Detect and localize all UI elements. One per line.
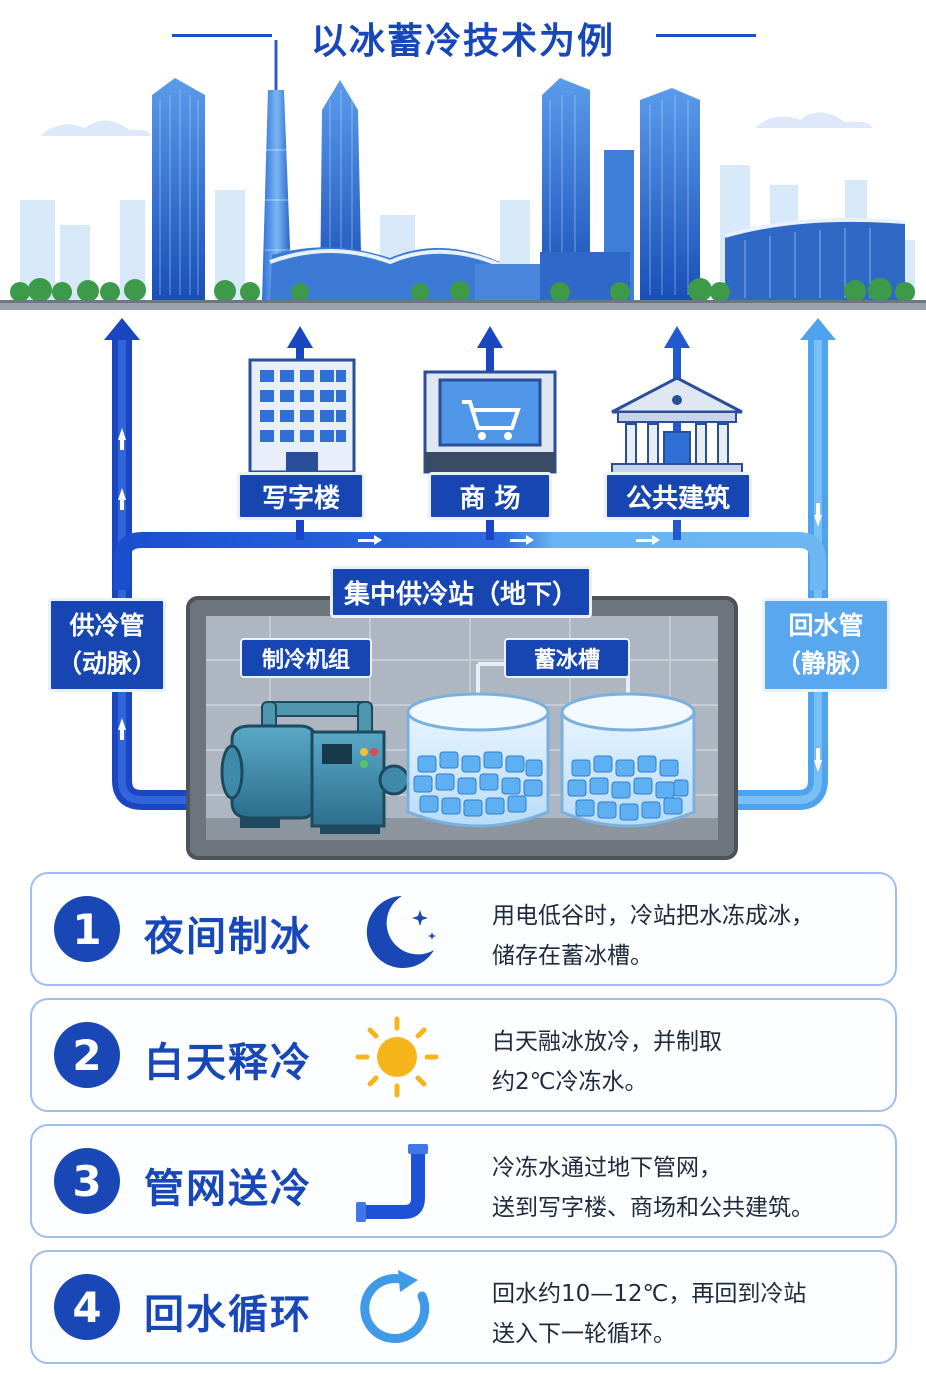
page-title: 以冰蓄冷技术为例 — [310, 21, 615, 62]
step-title: 白天释冷 — [144, 1040, 312, 1086]
public-building-icon — [611, 376, 743, 475]
supply-pipe-label: 供冷管 （动脉） — [48, 598, 166, 692]
tank-label: 蓄冰槽 — [504, 638, 630, 678]
step-description: 白天融冰放冷，并制取 约2℃冷冻水。 — [492, 1022, 892, 1102]
up-arrow-icon — [104, 318, 140, 340]
step-card-4: 4 回水循环 回水约10—12℃，再回到冷站 送入下一轮循环。 — [30, 1250, 897, 1364]
chiller-unit-icon — [220, 701, 410, 834]
step-desc-line: 送入下一轮循环。 — [492, 1321, 676, 1347]
step-card-1: 1 夜间制冰 用电低谷时，冷站把水冻成冰， 储存在蓄冰槽。 — [30, 872, 897, 986]
distribution-main — [114, 532, 826, 590]
flow-arrows-down — [814, 503, 822, 772]
cloud-icon — [40, 120, 150, 136]
cloud-icon — [755, 112, 872, 128]
step-title: 夜间制冰 — [144, 914, 312, 960]
step-desc-line: 冷冻水通过地下管网， — [492, 1155, 722, 1181]
sun-icon — [355, 1016, 439, 1098]
step-desc-line: 白天融冰放冷，并制取 — [492, 1029, 722, 1055]
step-card-3: 3 管网送冷 冷冻水通过地下管网， 送到写字楼、商场和公共建筑。 — [30, 1124, 897, 1238]
up-arrow-icon — [800, 318, 836, 340]
station-title: 集中供冷站（地下） — [330, 566, 592, 618]
step-description: 回水约10—12℃，再回到冷站 送入下一轮循环。 — [492, 1274, 892, 1354]
office-label: 写字楼 — [237, 472, 365, 520]
return-pipe-label: 回水管 （静脉） — [762, 598, 890, 692]
return-pipe-name: 回水管 — [788, 611, 864, 640]
step-desc-line: 用电低谷时，冷站把水冻成冰， — [492, 903, 814, 929]
up-arrow-icon — [477, 326, 503, 348]
skyline-buildings — [152, 40, 906, 300]
supply-pipe-name: 供冷管 — [69, 611, 145, 640]
flow-arrows-up — [118, 428, 126, 740]
title-right-rule — [656, 34, 756, 37]
return-pipe-alias: （静脉） — [775, 649, 876, 678]
step-title: 管网送冷 — [144, 1166, 312, 1212]
cycle-icon — [360, 1270, 430, 1344]
public-building-label: 公共建筑 — [604, 472, 752, 520]
trees — [10, 278, 915, 302]
step-desc-line: 送到写字楼、商场和公共建筑。 — [492, 1195, 814, 1221]
step-description: 冷冻水通过地下管网， 送到写字楼、商场和公共建筑。 — [492, 1148, 892, 1228]
up-arrow-icon — [287, 326, 313, 348]
mall-building-icon — [423, 370, 557, 474]
moon-icon — [366, 896, 436, 968]
ice-tank-icon — [560, 692, 696, 828]
office-building-icon — [248, 358, 356, 474]
step-card-2: 2 白天释冷 白天融冰放冷，并制取 约2℃冷冻水。 — [30, 998, 897, 1112]
step-number: 1 — [54, 896, 120, 962]
title-bar: 以冰蓄冷技术为例 — [0, 0, 926, 70]
flow-arrows-right — [358, 535, 660, 545]
step-number: 2 — [54, 1022, 120, 1088]
step-desc-line: 约2℃冷冻水。 — [492, 1069, 648, 1095]
step-desc-line: 储存在蓄冰槽。 — [492, 943, 653, 969]
cooling-network-diagram — [0, 40, 926, 860]
chiller-label: 制冷机组 — [240, 638, 372, 678]
up-arrow-icon — [664, 326, 690, 348]
step-description: 用电低谷时，冷站把水冻成冰， 储存在蓄冰槽。 — [492, 896, 892, 976]
mall-label: 商 场 — [428, 472, 552, 520]
step-desc-line: 回水约10—12℃，再回到冷站 — [492, 1281, 807, 1307]
supply-pipe-alias: （动脉） — [56, 649, 157, 678]
step-title: 回水循环 — [144, 1292, 312, 1338]
pipe-icon — [356, 1144, 428, 1222]
title-left-rule — [172, 34, 272, 37]
ice-tank-icon — [406, 662, 630, 828]
step-number: 4 — [54, 1274, 120, 1340]
step-number: 3 — [54, 1148, 120, 1214]
